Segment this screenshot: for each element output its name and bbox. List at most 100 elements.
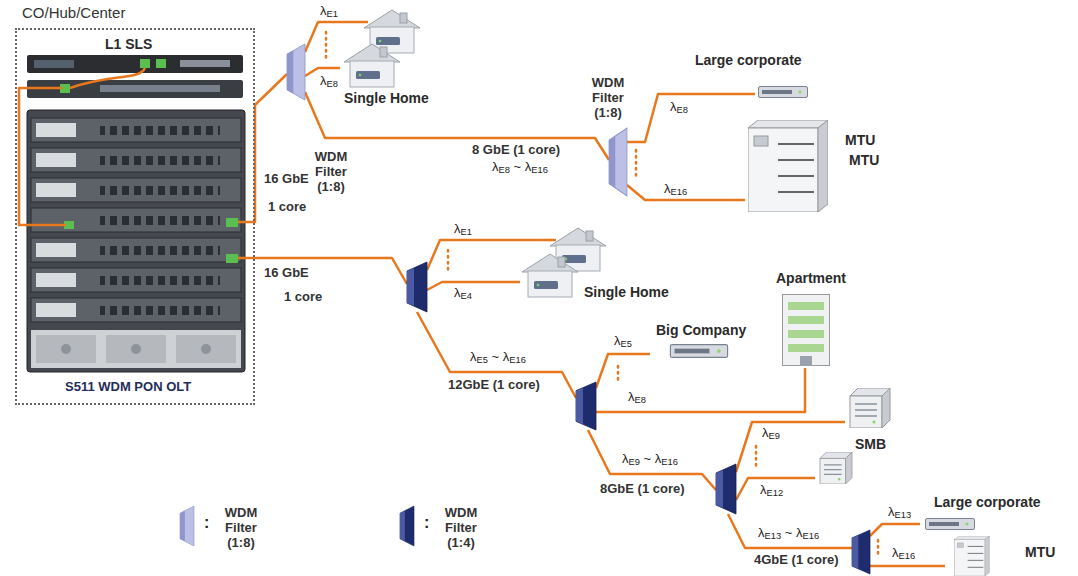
- filter-shape: [576, 382, 596, 430]
- edge-label: λE8: [318, 74, 340, 89]
- text-anchor: SMB: [855, 436, 886, 452]
- fiber-link: [247, 258, 407, 284]
- text-anchor: 16 GbE: [262, 172, 311, 187]
- subscriber-icons: [783, 295, 830, 367]
- fiber-label: λE5 ~ λE16: [468, 350, 528, 365]
- subscriber-icons: [344, 44, 400, 87]
- fiber-link: [870, 565, 945, 568]
- large-corporate: Large corporate: [920, 494, 1040, 532]
- subscript: E9: [629, 457, 640, 467]
- subscriber-icons: [759, 87, 808, 98]
- wdm-pon-olt: S511 WDM PON OLT: [25, 108, 247, 400]
- edge-label: λE9: [760, 426, 782, 441]
- node-label: MTU: [845, 132, 875, 148]
- text-anchor: WDM Filter (1:8): [218, 506, 264, 551]
- text-anchor: 8GbE (1 core): [598, 482, 687, 497]
- fiber-label: 1 core: [266, 200, 308, 215]
- fiber-link: [596, 354, 650, 388]
- text-anchor: WDM Filter (1:4): [438, 506, 484, 551]
- olt-chassis: [36, 273, 76, 287]
- olt-chassis: [25, 222, 247, 258]
- text-anchor: Single Home: [344, 90, 429, 106]
- node-label: SMB: [855, 436, 886, 452]
- wdm-filter: WDM Filter (1:8): [287, 44, 305, 100]
- node-label: Large corporate: [695, 52, 802, 68]
- wavelength-ellipsis: [325, 32, 328, 58]
- node-label: Single Home: [584, 284, 669, 300]
- large-corporate: Large corporate: [755, 60, 810, 105]
- l1-sls-device: [70, 68, 145, 88]
- olt-chassis: [226, 254, 238, 263]
- node-label: L1 SLS: [105, 36, 152, 52]
- edge-label: λE16: [890, 546, 917, 561]
- edge-label: λE16: [662, 182, 689, 197]
- fiber-drop: [815, 421, 845, 424]
- filter-shape: [407, 262, 427, 312]
- text-anchor: λE5 ~ λE16: [468, 350, 528, 365]
- legend-swatch: [180, 506, 194, 546]
- filter-shape: [576, 382, 596, 430]
- subscriber-icons: [955, 536, 990, 576]
- text-anchor: WDM Filter (1:8): [585, 76, 631, 121]
- olt-chassis: [226, 218, 238, 227]
- edge-label: 16 GbE: [262, 266, 311, 281]
- node-label: Single Home: [344, 90, 429, 106]
- legend-colon: :: [202, 514, 211, 532]
- fiber-drop: [520, 239, 556, 242]
- text-anchor: λE16: [890, 546, 917, 561]
- edge-label: λE4: [452, 286, 474, 301]
- co-hub-center: CO/Hub/CenterL1 SLSS511 WDM PON OLT: [15, 28, 255, 405]
- filter-shape: [852, 530, 870, 574]
- edge-label: λE13: [886, 505, 913, 520]
- wavelength-ellipsis: [326, 32, 878, 558]
- node-label: Large corporate: [934, 494, 1041, 510]
- edge-label: λE8: [668, 100, 690, 115]
- text-anchor: WDM Filter (1:8): [308, 150, 354, 195]
- subscript: E5: [477, 355, 488, 365]
- fiber-label: 1 core: [282, 290, 324, 305]
- text-anchor: λE8: [318, 74, 340, 89]
- wdm-filter: WDM Filter (1:8): [609, 128, 627, 196]
- edge-label: λE1: [318, 4, 340, 19]
- edge-label: λE5: [612, 334, 634, 349]
- olt-chassis: [25, 110, 247, 372]
- single-home: Single Home: [520, 226, 620, 296]
- fiber-drop: [340, 21, 368, 24]
- olt-chassis: [36, 153, 76, 167]
- edge-label: 12GbE (1 core): [446, 378, 542, 393]
- text-anchor: λE4: [452, 286, 474, 301]
- subscriber-icons: [670, 345, 727, 358]
- fiber-link: [728, 514, 852, 548]
- fiber-link: [736, 478, 815, 500]
- subscript: E1: [327, 9, 338, 19]
- filter-shape: [852, 530, 870, 574]
- node-label: S511 WDM PON OLT: [65, 380, 191, 395]
- text-anchor: MTU: [845, 132, 875, 148]
- fiber-label: λE9 ~ λE16: [620, 452, 680, 467]
- edge-label: 8 GbE (1 core): [470, 143, 562, 158]
- wdm-filter: [407, 262, 427, 312]
- text-anchor: λE12: [758, 483, 785, 498]
- olt-chassis: [106, 335, 166, 363]
- text-anchor: CO/Hub/Center: [22, 4, 125, 21]
- fiber-link: [588, 430, 716, 490]
- text-anchor: MTU: [849, 152, 879, 168]
- wdm-filter: [716, 464, 736, 514]
- l1-sls-device: [25, 87, 62, 90]
- edge-label: λE8: [626, 390, 648, 405]
- wavelength-ellipsis: [755, 446, 758, 468]
- text-anchor: 16 GbE: [262, 266, 311, 281]
- subscript: E16: [671, 187, 688, 197]
- filter-shape: [716, 464, 736, 514]
- filter-shape: [852, 535, 858, 568]
- node-label: MTU: [849, 152, 879, 168]
- l1-sls-device: [100, 85, 220, 92]
- mtu-building: MTUMTU: [745, 118, 835, 214]
- fiber-link: [736, 422, 815, 472]
- olt-chassis: [31, 330, 241, 368]
- text-anchor: Large corporate: [934, 494, 1041, 510]
- olt-chassis: [176, 335, 236, 363]
